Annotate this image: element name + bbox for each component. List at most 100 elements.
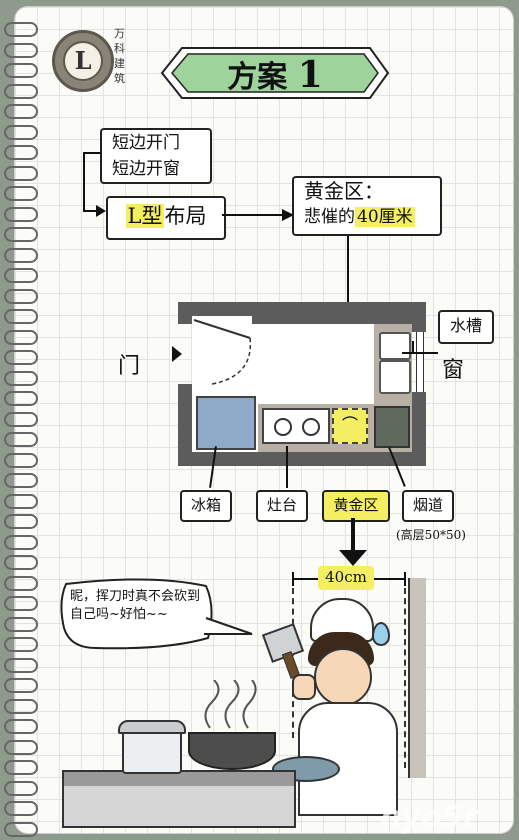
spiral-ring: [4, 760, 38, 775]
fridge-label: 冰箱: [190, 496, 221, 514]
spiral-ring: [4, 370, 38, 386]
watermark: nyo5r: [380, 800, 478, 835]
fridge: [196, 396, 256, 450]
l-layout-suffix: 布局: [164, 204, 207, 228]
floor-plan: ⌒: [178, 302, 426, 466]
stove-label: 灶台: [266, 496, 297, 514]
sweat-drop-icon: [372, 622, 390, 646]
layout-to-golden-arrowhead: [282, 209, 294, 221]
bracket-arrowhead: [96, 205, 106, 217]
spiral-ring: [4, 452, 38, 468]
stove: [262, 408, 330, 444]
logo-side-text: 万科建筑: [114, 27, 125, 85]
wall-right-top: [412, 302, 426, 332]
door-swing: [193, 319, 252, 385]
sink-pointer-line-h: [402, 352, 438, 354]
spiral-ring: [4, 124, 38, 140]
spiral-ring: [4, 206, 38, 222]
spiral-ring: [4, 411, 38, 427]
spiral-ring: [4, 534, 38, 550]
spiral-ring: [4, 493, 38, 509]
flue-label: 烟道: [412, 496, 443, 514]
notes-box: 短边开门 短边开窗: [100, 128, 212, 184]
bracket-bottom: [83, 210, 99, 212]
bracket-top: [83, 152, 101, 154]
spiral-ring: [4, 432, 38, 447]
spiral-ring: [4, 780, 38, 796]
spiral-ring: [4, 309, 38, 324]
spiral-ring: [4, 616, 38, 632]
spiral-ring: [4, 678, 38, 693]
spiral-ring: [4, 801, 38, 816]
stove-front: [62, 786, 296, 828]
dimension-tick-right: [404, 572, 406, 586]
spiral-ring: [4, 42, 38, 58]
spiral-ring: [4, 329, 38, 345]
wok: [188, 732, 276, 770]
door-opening: [192, 316, 252, 324]
spiral-ring: [4, 186, 38, 201]
fridge-label-box: 冰箱: [180, 490, 232, 522]
sink-label: 水槽: [449, 316, 482, 335]
spiral-ring: [4, 739, 38, 755]
l-layout-box: L型布局: [106, 196, 226, 240]
flue-label-box: 烟道: [402, 490, 454, 522]
spiral-ring: [4, 698, 38, 714]
golden-zone-tile: ⌒: [332, 408, 368, 444]
spiral-ring: [4, 104, 38, 119]
stove-pointer: [286, 446, 288, 488]
pot: [122, 728, 182, 774]
burner-left-icon: [274, 418, 292, 436]
golden-desc-highlight: 40厘米: [355, 207, 415, 227]
spiral-binding: [0, 0, 40, 840]
wall-bottom: [178, 452, 426, 466]
pot-lid: [118, 720, 186, 734]
chef-hand: [292, 674, 316, 700]
golden-down-arrowhead: [339, 550, 367, 566]
flue-tile: [374, 406, 410, 448]
sink-label-box: 水槽: [438, 310, 494, 344]
wall-right-scene: [408, 578, 426, 778]
spiral-ring: [4, 473, 38, 488]
title-text: 方案: [227, 60, 288, 95]
flue-size-note: (高层50*50): [396, 528, 466, 542]
dimension-label-box: 40cm: [318, 566, 374, 590]
layout-to-golden-line: [222, 214, 286, 216]
sink-basin-lower: [379, 360, 411, 394]
golden-down-line: [351, 518, 355, 554]
spiral-ring: [4, 350, 38, 365]
sink-pointer-line: [412, 341, 414, 353]
title-number: 1: [297, 54, 323, 96]
golden-desc-prefix: 悲催的: [304, 207, 355, 227]
spiral-ring: [4, 575, 38, 591]
spiral-ring: [4, 391, 38, 406]
burner-right-icon: [302, 418, 320, 436]
note-door: 短边开门: [112, 133, 180, 153]
spiral-ring: [4, 22, 38, 37]
stove-label-box: 灶台: [256, 490, 308, 522]
golden-label-box: 黄金区: [322, 490, 390, 522]
spiral-ring: [4, 555, 38, 570]
spiral-ring: [4, 227, 38, 242]
spiral-ring: [4, 719, 38, 734]
wall-left-top: [178, 302, 192, 322]
steam: [204, 680, 257, 729]
spiral-ring: [4, 596, 38, 611]
title-banner: 方案 1: [160, 44, 390, 102]
speech-text: 昵，挥刀时真不会砍到自己吗~好怕~~: [70, 589, 201, 622]
dimension-label: 40cm: [325, 568, 367, 586]
logo-badge: L: [52, 30, 114, 92]
spiral-ring: [4, 63, 38, 78]
window-glass: [416, 332, 424, 392]
l-layout-prefix: L型: [125, 204, 165, 228]
spiral-ring: [4, 514, 38, 529]
chef-illustration: [261, 598, 404, 816]
logo-letter: L: [63, 41, 103, 81]
door-label: 门: [118, 354, 141, 379]
chef-face: [314, 648, 372, 706]
spiral-ring: [4, 288, 38, 304]
spiral-ring: [4, 657, 38, 673]
spiral-ring: [4, 165, 38, 181]
wall-left-bottom: [178, 384, 192, 466]
